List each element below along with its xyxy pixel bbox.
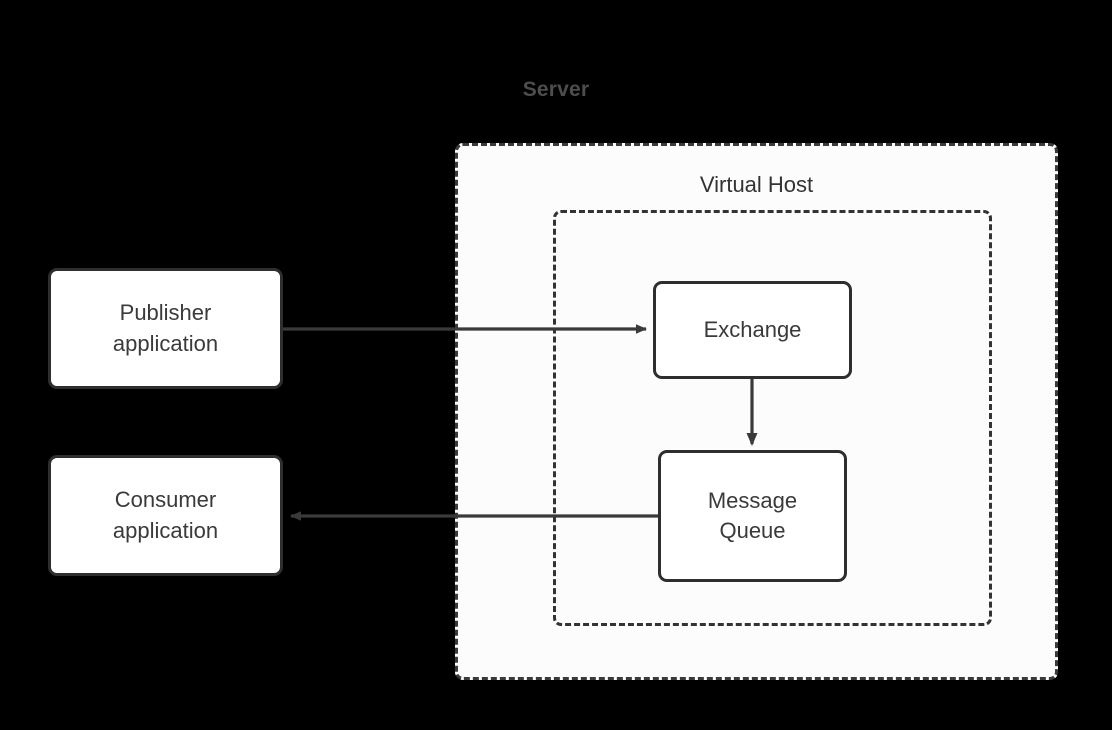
- server-title-label: Server: [522, 78, 590, 101]
- node-publisher-application[interactable]: Publisher application: [48, 268, 283, 389]
- exchange-label-line1: Exchange: [703, 316, 802, 342]
- node-consumer-application-label: Consumer application: [107, 485, 224, 546]
- node-message-queue[interactable]: Message Queue: [658, 450, 847, 582]
- node-message-queue-label: Message Queue: [702, 486, 803, 547]
- node-exchange[interactable]: Exchange: [653, 281, 852, 379]
- consumer-label-line1: Consumer: [114, 487, 217, 513]
- virtual-host-title-label: Virtual Host: [699, 172, 814, 197]
- message-queue-label-line1: Message: [707, 487, 798, 513]
- publisher-label-line1: Publisher: [119, 300, 212, 326]
- message-queue-label-line2: Queue: [719, 518, 786, 543]
- publisher-label-line2: application: [112, 330, 219, 356]
- consumer-label-line2: application: [112, 517, 219, 543]
- virtual-host-container: [553, 210, 992, 626]
- node-consumer-application[interactable]: Consumer application: [48, 455, 283, 576]
- node-exchange-label: Exchange: [698, 315, 808, 345]
- node-publisher-application-label: Publisher application: [107, 298, 224, 359]
